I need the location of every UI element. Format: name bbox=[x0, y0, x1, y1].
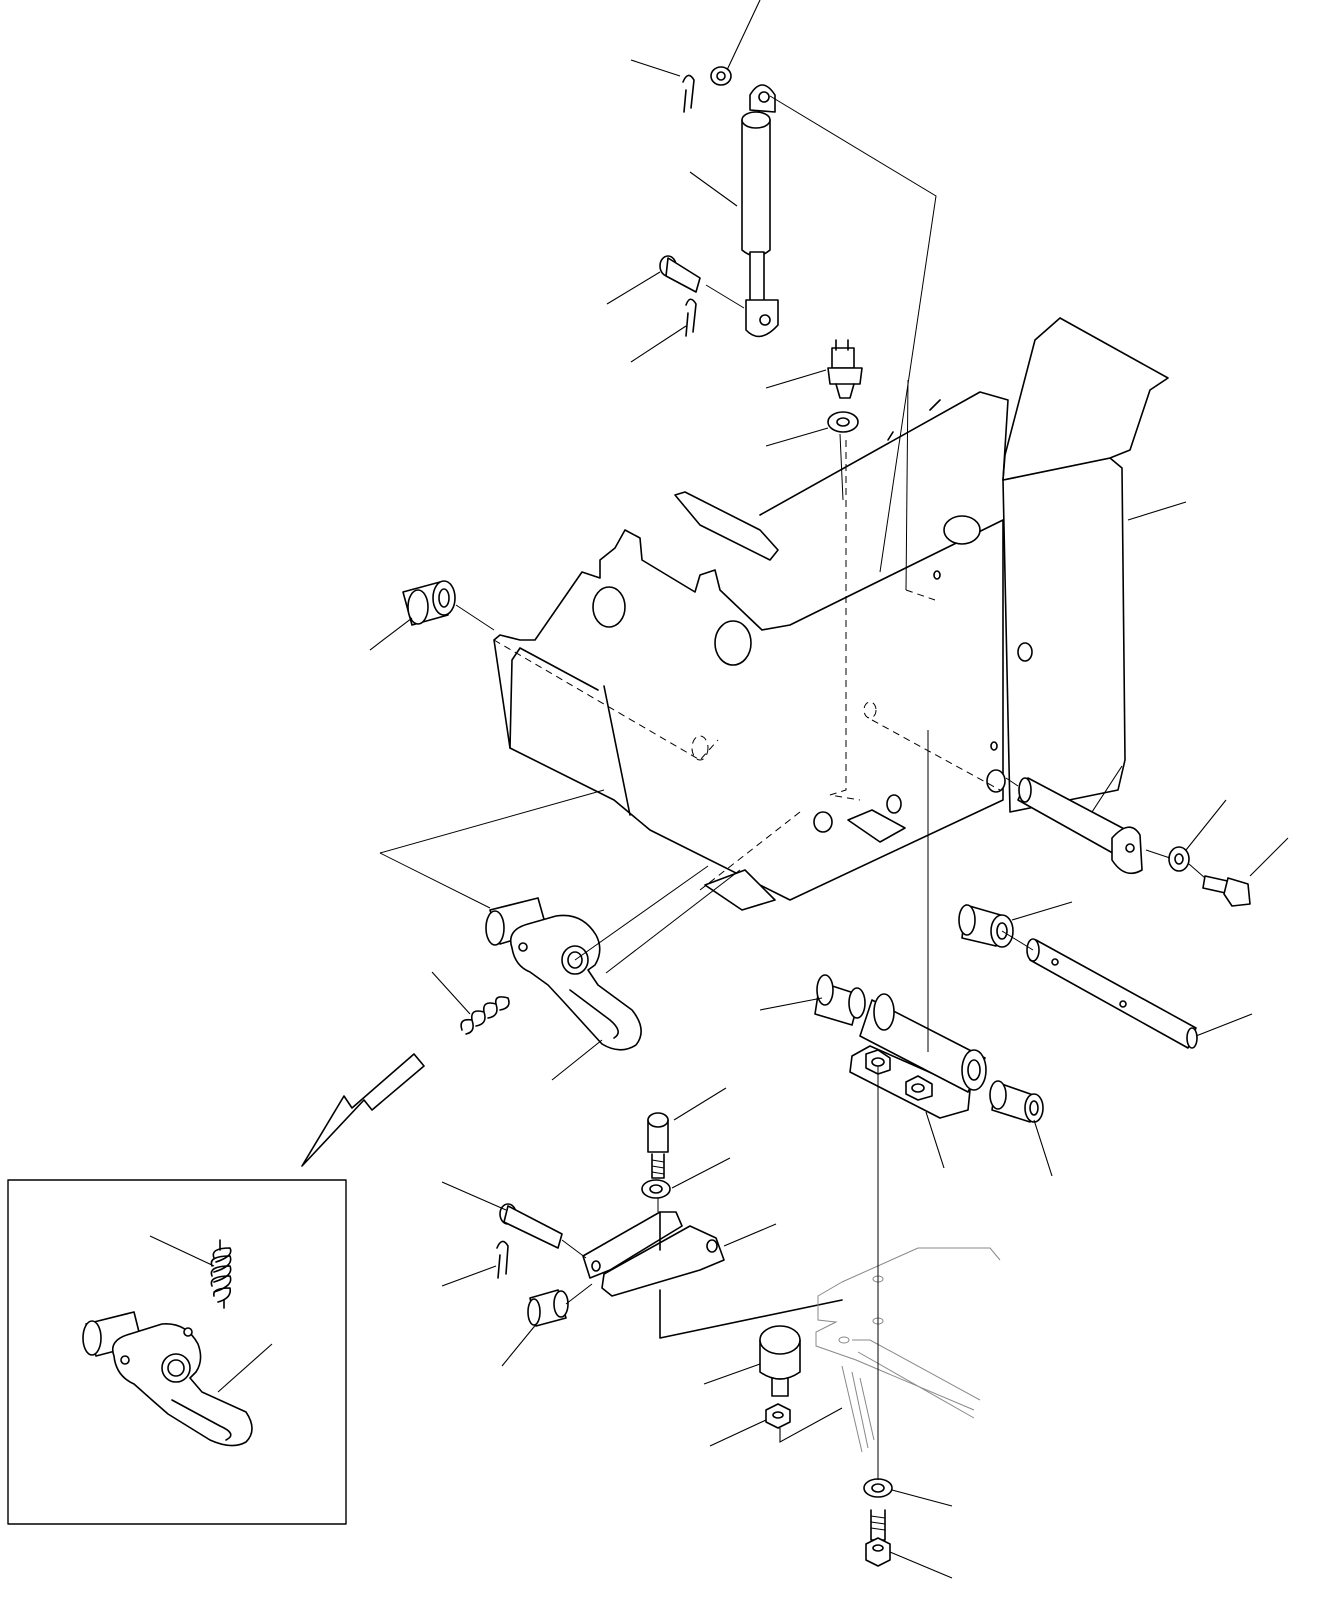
pivot-pin bbox=[1017, 777, 1143, 875]
bushing-clamp bbox=[527, 1289, 569, 1327]
gas-spring bbox=[741, 84, 779, 338]
clevis-pin-lower bbox=[659, 255, 701, 293]
washer-clamp bbox=[641, 1179, 671, 1199]
spring bbox=[460, 996, 510, 1035]
nut-stopper bbox=[765, 1403, 791, 1429]
washer-bottom bbox=[863, 1478, 893, 1498]
inset-detail-box bbox=[7, 1179, 347, 1525]
spring-detail bbox=[210, 1239, 232, 1309]
floor-frame bbox=[815, 1247, 1001, 1453]
shaft-rod bbox=[1026, 938, 1198, 1049]
clamp-bracket bbox=[582, 1211, 843, 1339]
cap-screw-upper bbox=[647, 1112, 669, 1179]
leader-lines bbox=[369, 0, 1289, 1579]
switch bbox=[827, 339, 863, 399]
clevis-pin-clamp bbox=[499, 1203, 563, 1249]
assembly-lines bbox=[379, 95, 1206, 1480]
cotter-pin-lower bbox=[685, 298, 697, 337]
bolt-bottom bbox=[865, 1509, 891, 1567]
rubber-stopper bbox=[759, 1325, 801, 1397]
cotter-pin-clamp bbox=[496, 1240, 509, 1279]
washer-right bbox=[1168, 846, 1190, 872]
cotter-pin-top bbox=[682, 74, 695, 113]
main-bracket bbox=[493, 317, 1169, 911]
bolt-right bbox=[1202, 875, 1251, 907]
bushing-sleeve-left bbox=[814, 974, 866, 1026]
latch-lever-detail bbox=[82, 1311, 253, 1447]
latch-lever bbox=[485, 897, 642, 1051]
bushing-sleeve-right bbox=[989, 1080, 1044, 1123]
washer-top bbox=[710, 66, 732, 86]
direction-arrow bbox=[301, 1053, 425, 1167]
hinge-block bbox=[849, 993, 987, 1119]
bushing-mid bbox=[958, 904, 1014, 948]
nut-switch bbox=[827, 411, 859, 433]
bushing-left bbox=[402, 580, 456, 626]
